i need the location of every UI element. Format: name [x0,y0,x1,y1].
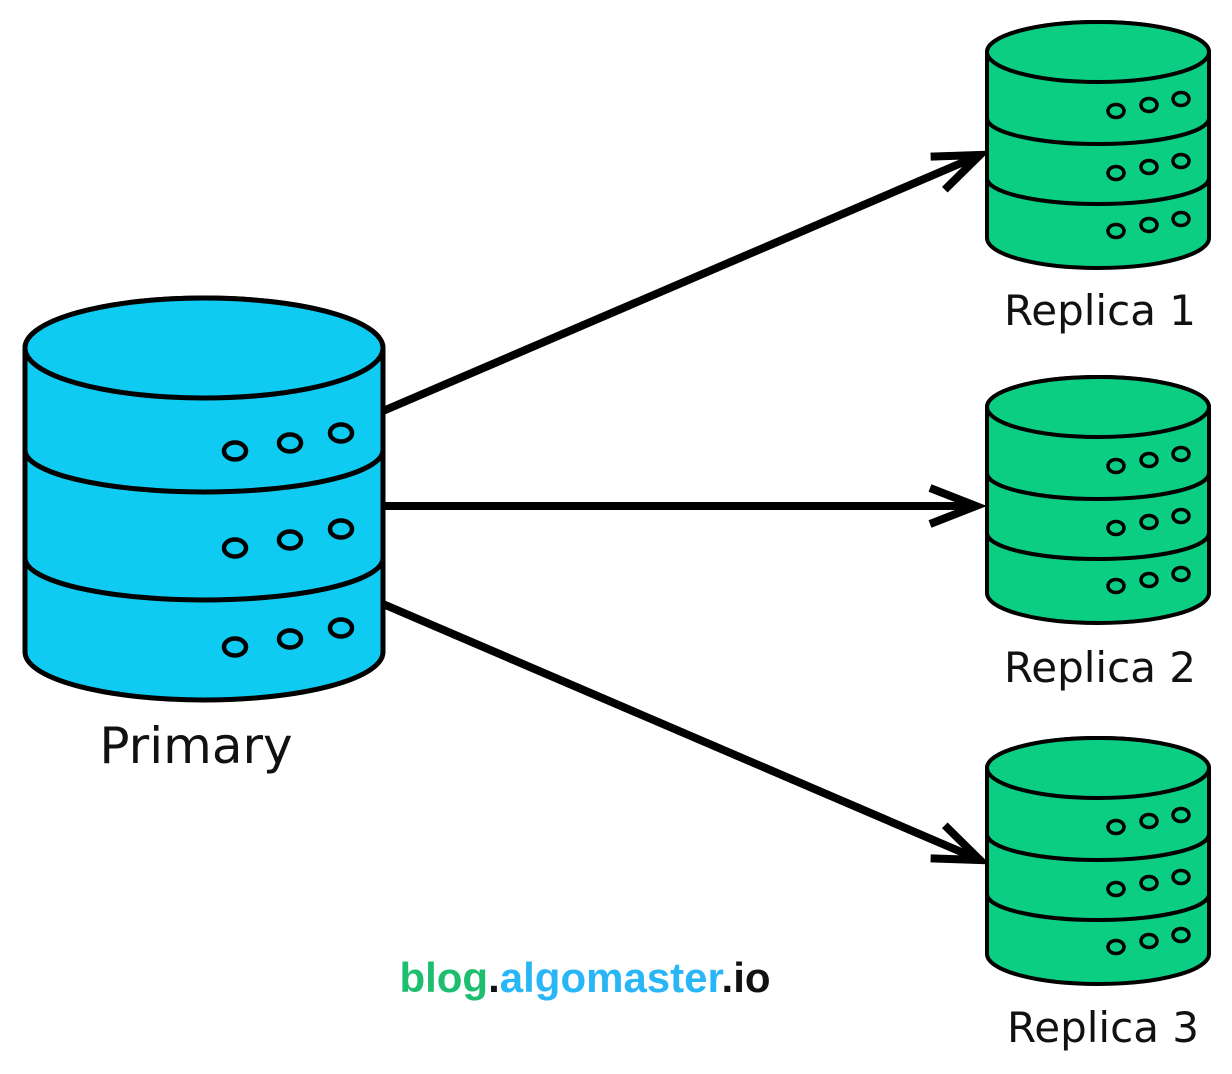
replica-3-database-icon [985,736,1211,986]
replica-1-database-icon [985,20,1211,270]
replication-arrow-3 [381,600,991,865]
replica-3-label: Replica 3 [1007,1003,1199,1052]
replication-arrow-1 [381,150,991,415]
primary-label: Primary [99,717,292,775]
watermark-segment-dot2: . [722,954,734,1001]
replica-2-label: Replica 2 [1004,643,1196,692]
watermark: blog.algomaster.io [399,954,770,1001]
watermark-segment-blog: blog [399,954,488,1001]
watermark-segment-dot1: . [488,954,500,1001]
replica-1-label: Replica 1 [1004,286,1196,335]
primary-database-icon [22,295,386,703]
watermark-segment-algomaster: algomaster [500,954,724,1001]
watermark-segment-io: io [733,954,770,1001]
replica-2-database-icon [985,375,1211,625]
